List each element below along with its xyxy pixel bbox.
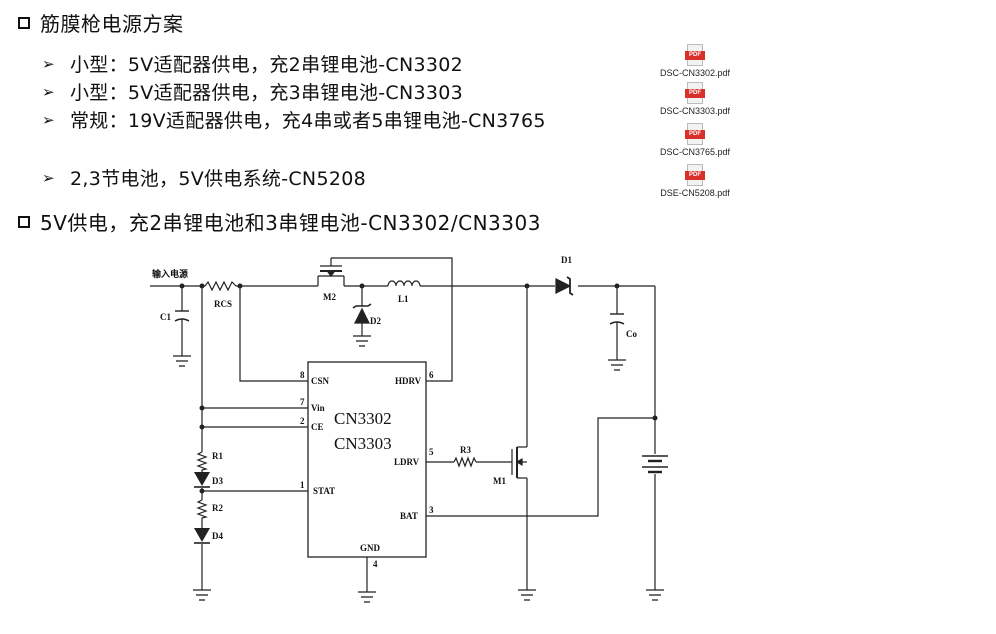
chip-name-1: CN3302 [334, 409, 392, 428]
pin-label-vin: Vin [311, 403, 325, 413]
section-title-text: 5V供电，充2串锂电池和3串锂电池-CN3302/CN3303 [40, 211, 541, 235]
d4-label: D4 [212, 531, 223, 541]
ground-icon [353, 335, 371, 347]
d2-label: D2 [370, 316, 381, 326]
chip-name-2: CN3303 [334, 434, 392, 453]
ground-icon [518, 589, 536, 601]
d3-led [194, 472, 210, 488]
wires [150, 257, 656, 592]
bullet-item: ➢ 2,3节电池，5V供电系统-CN5208 [42, 164, 366, 191]
l1-inductor [387, 280, 421, 287]
bullet-text: 2,3节电池，5V供电系统-CN5208 [70, 168, 366, 190]
battery-icon [642, 455, 668, 474]
bullet-item: ➢ 小型：5V适配器供电，充3串锂电池-CN3303 [42, 78, 463, 105]
m2-label: M2 [323, 292, 336, 302]
ground-icon [173, 355, 191, 367]
pin-number: 4 [373, 559, 378, 569]
bullet-text: 常规：19V适配器供电，充4串或者5串锂电池-CN3765 [70, 110, 546, 132]
pdf-attachment[interactable]: PDF DSC-CN3765.pdf [635, 123, 755, 157]
r3-label: R3 [460, 445, 471, 455]
d4-led [194, 528, 210, 544]
pin-number: 1 [300, 480, 305, 490]
pdf-filename: DSC-CN3765.pdf [659, 147, 731, 157]
r3-resistor [453, 456, 477, 468]
pin-label-stat: STAT [313, 486, 335, 496]
pdf-attachment[interactable]: PDF DSC-CN3302.pdf [635, 44, 755, 78]
pdf-file-icon: PDF [685, 123, 705, 145]
co-capacitor [609, 313, 625, 325]
square-bullet-icon [18, 16, 30, 29]
arrow-bullet-icon: ➢ [42, 82, 55, 101]
section-title-2: 5V供电，充2串锂电池和3串锂电池-CN3302/CN3303 [18, 207, 541, 236]
ground-icon [193, 589, 211, 601]
c1-label: C1 [160, 312, 171, 322]
pin-label-ldrv: LDRV [394, 457, 420, 467]
r2-label: R2 [212, 503, 223, 513]
input-label: 输入电源 [152, 268, 188, 279]
pin-number: 6 [429, 370, 434, 380]
square-bullet-icon [18, 215, 30, 228]
arrow-bullet-icon: ➢ [42, 110, 55, 129]
section-title-1: 筋膜枪电源方案 [18, 8, 184, 37]
arrow-bullet-icon: ➢ [42, 54, 55, 73]
ground-icon [608, 359, 626, 371]
d1-diode [555, 276, 574, 296]
pin-label-ce: CE [311, 422, 324, 432]
bullet-text: 小型：5V适配器供电，充3串锂电池-CN3303 [70, 82, 464, 104]
pdf-attachment[interactable]: PDF DSC-CN3303.pdf [635, 82, 755, 116]
rcs-resistor [204, 280, 237, 292]
m1-label: M1 [493, 476, 506, 486]
pin-label-hdrv: HDRV [395, 376, 422, 386]
pin-number: 5 [429, 447, 434, 457]
bullet-item: ➢ 常规：19V适配器供电，充4串或者5串锂电池-CN3765 [42, 106, 546, 133]
pin-label-gnd: GND [360, 543, 381, 553]
pin-number: 3 [429, 505, 434, 515]
arrow-bullet-icon: ➢ [42, 168, 55, 187]
pdf-attachment[interactable]: PDF DSE-CN5208.pdf [635, 164, 755, 198]
pdf-filename: DSE-CN5208.pdf [660, 188, 730, 198]
pdf-filename: DSC-CN3303.pdf [659, 106, 731, 116]
m1-mosfet [511, 446, 527, 479]
pdf-file-icon: PDF [685, 44, 705, 66]
pin-number: 2 [300, 416, 305, 426]
rcs-label: RCS [214, 299, 232, 309]
d3-label: D3 [212, 476, 223, 486]
d1-label: D1 [561, 255, 572, 265]
l1-label: L1 [398, 294, 409, 304]
ground-symbols [173, 335, 664, 603]
co-label: Co [626, 329, 637, 339]
c1-capacitor [174, 310, 190, 322]
pin-number: 7 [300, 397, 305, 407]
bullet-text: 小型：5V适配器供电，充2串锂电池-CN3302 [70, 54, 464, 76]
pin-number: 8 [300, 370, 305, 380]
pin-label-csn: CSN [311, 376, 330, 386]
ic-chip [307, 361, 427, 558]
section-title-text: 筋膜枪电源方案 [40, 12, 184, 36]
junction-dots [179, 283, 658, 494]
ground-icon [358, 591, 376, 603]
r1-resistor [196, 451, 209, 471]
pdf-file-icon: PDF [685, 82, 705, 104]
pdf-filename: DSC-CN3302.pdf [659, 68, 731, 78]
pdf-file-icon: PDF [685, 164, 705, 186]
bullet-item: ➢ 小型：5V适配器供电，充2串锂电池-CN3302 [42, 50, 463, 77]
r1-label: R1 [212, 451, 223, 461]
pin-label-bat: BAT [400, 511, 418, 521]
r2-resistor [196, 499, 209, 519]
d2-zener-diode [352, 303, 372, 324]
m2-mosfet [317, 265, 345, 286]
ground-icon [646, 589, 664, 601]
